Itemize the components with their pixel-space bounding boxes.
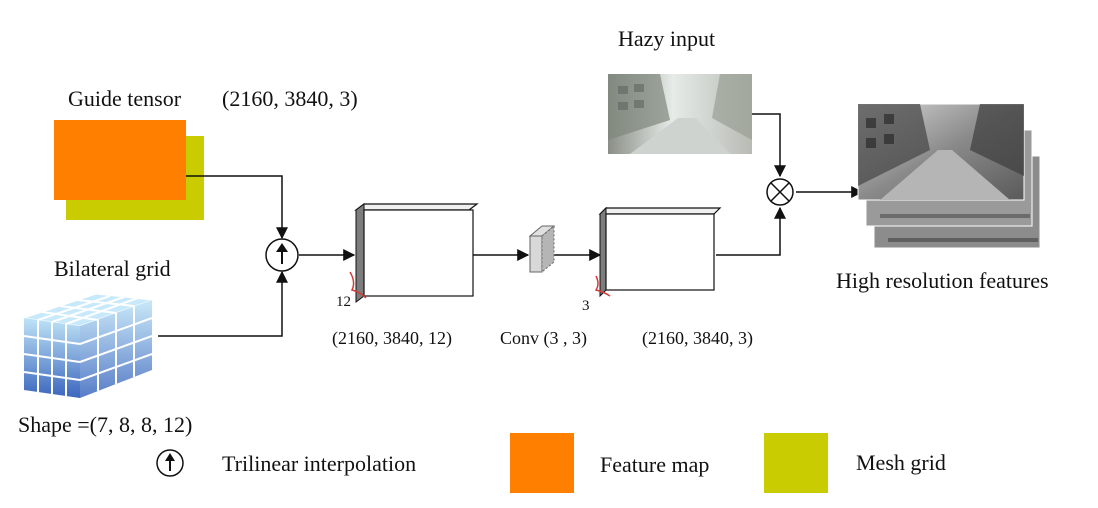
high-res-features-stack (857, 103, 1041, 249)
trilinear-interpolation-icon (265, 238, 299, 272)
legend-trilinear-icon (156, 449, 184, 477)
guide-tensor-shape: (2160, 3840, 3) (222, 86, 358, 111)
legend-trilinear-label: Trilinear interpolation (222, 451, 417, 476)
multiply-icon (766, 178, 794, 206)
hazy-input-label: Hazy input (618, 26, 716, 51)
feature-block-12 (349, 203, 479, 303)
feature-map-layer (54, 120, 186, 200)
feature-block-3 (594, 206, 722, 298)
channel-brace-12 (349, 271, 367, 299)
channel-brace-3 (594, 275, 611, 297)
legend-feature-map-label: Feature map (600, 452, 710, 477)
grid-to-interp-line (158, 270, 288, 337)
legend-mesh-grid-label: Mesh grid (856, 450, 946, 475)
block1-channels-label: 12 (336, 294, 351, 310)
block2-channels-label: 3 (582, 298, 590, 314)
hazy-to-multiply-line (752, 113, 786, 178)
bilateral-grid-label: Bilateral grid (54, 256, 171, 281)
legend-feature-map-swatch (510, 433, 574, 493)
bilateral-grid-icon (23, 293, 153, 398)
legend-mesh-grid-swatch (764, 433, 828, 493)
output-label: High resolution features (836, 268, 1049, 293)
block2-to-multiply-line (716, 206, 786, 256)
guide-tensor-stack (54, 120, 204, 220)
grid-shape-label: Shape =(7, 8, 8, 12) (18, 412, 193, 437)
hazy-input-image (608, 74, 752, 154)
guide-to-interp-line (186, 175, 288, 240)
block1-shape-label: (2160, 3840, 12) (332, 328, 452, 348)
block2-shape-label: (2160, 3840, 3) (642, 328, 753, 348)
conv-kernel (528, 224, 556, 274)
conv-label: Conv (3 , 3) (500, 328, 587, 348)
guide-tensor-label: Guide tensor (68, 86, 182, 111)
